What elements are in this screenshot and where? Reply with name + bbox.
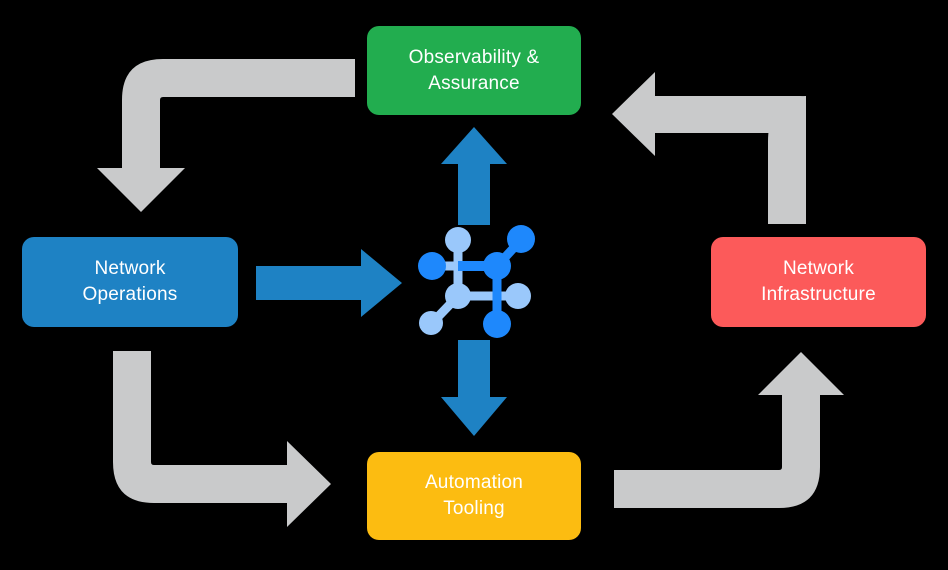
node-observability-assurance[interactable]: Observability & Assurance bbox=[367, 26, 581, 115]
node-automation-tooling[interactable]: Automation Tooling bbox=[367, 452, 581, 540]
center-to-automation-arrow bbox=[441, 340, 507, 436]
node-network-infrastructure[interactable]: Network Infrastructure bbox=[711, 237, 926, 327]
infrastructure-to-observability-arrow bbox=[612, 72, 806, 224]
network-node-mid-right bbox=[505, 283, 531, 309]
network-node-left bbox=[418, 252, 446, 280]
network-node-hub bbox=[483, 252, 511, 280]
network-node-top-left bbox=[445, 227, 471, 253]
network-node-center-left bbox=[445, 283, 471, 309]
node-network-operations[interactable]: Network Operations bbox=[22, 237, 238, 327]
observability-to-operations-arrow bbox=[97, 59, 355, 212]
network-node-top-right bbox=[507, 225, 535, 253]
automation-to-infrastructure-arrow bbox=[614, 352, 844, 508]
operations-to-center-arrow bbox=[256, 249, 402, 317]
operations-to-automation-arrow bbox=[113, 351, 331, 527]
network-node-bottom-left bbox=[419, 311, 443, 335]
network-topology-icon bbox=[418, 225, 535, 338]
network-node-bottom-right bbox=[483, 310, 511, 338]
infrastructure-to-observability-corner bbox=[768, 96, 806, 224]
center-to-observability-arrow bbox=[441, 127, 507, 225]
